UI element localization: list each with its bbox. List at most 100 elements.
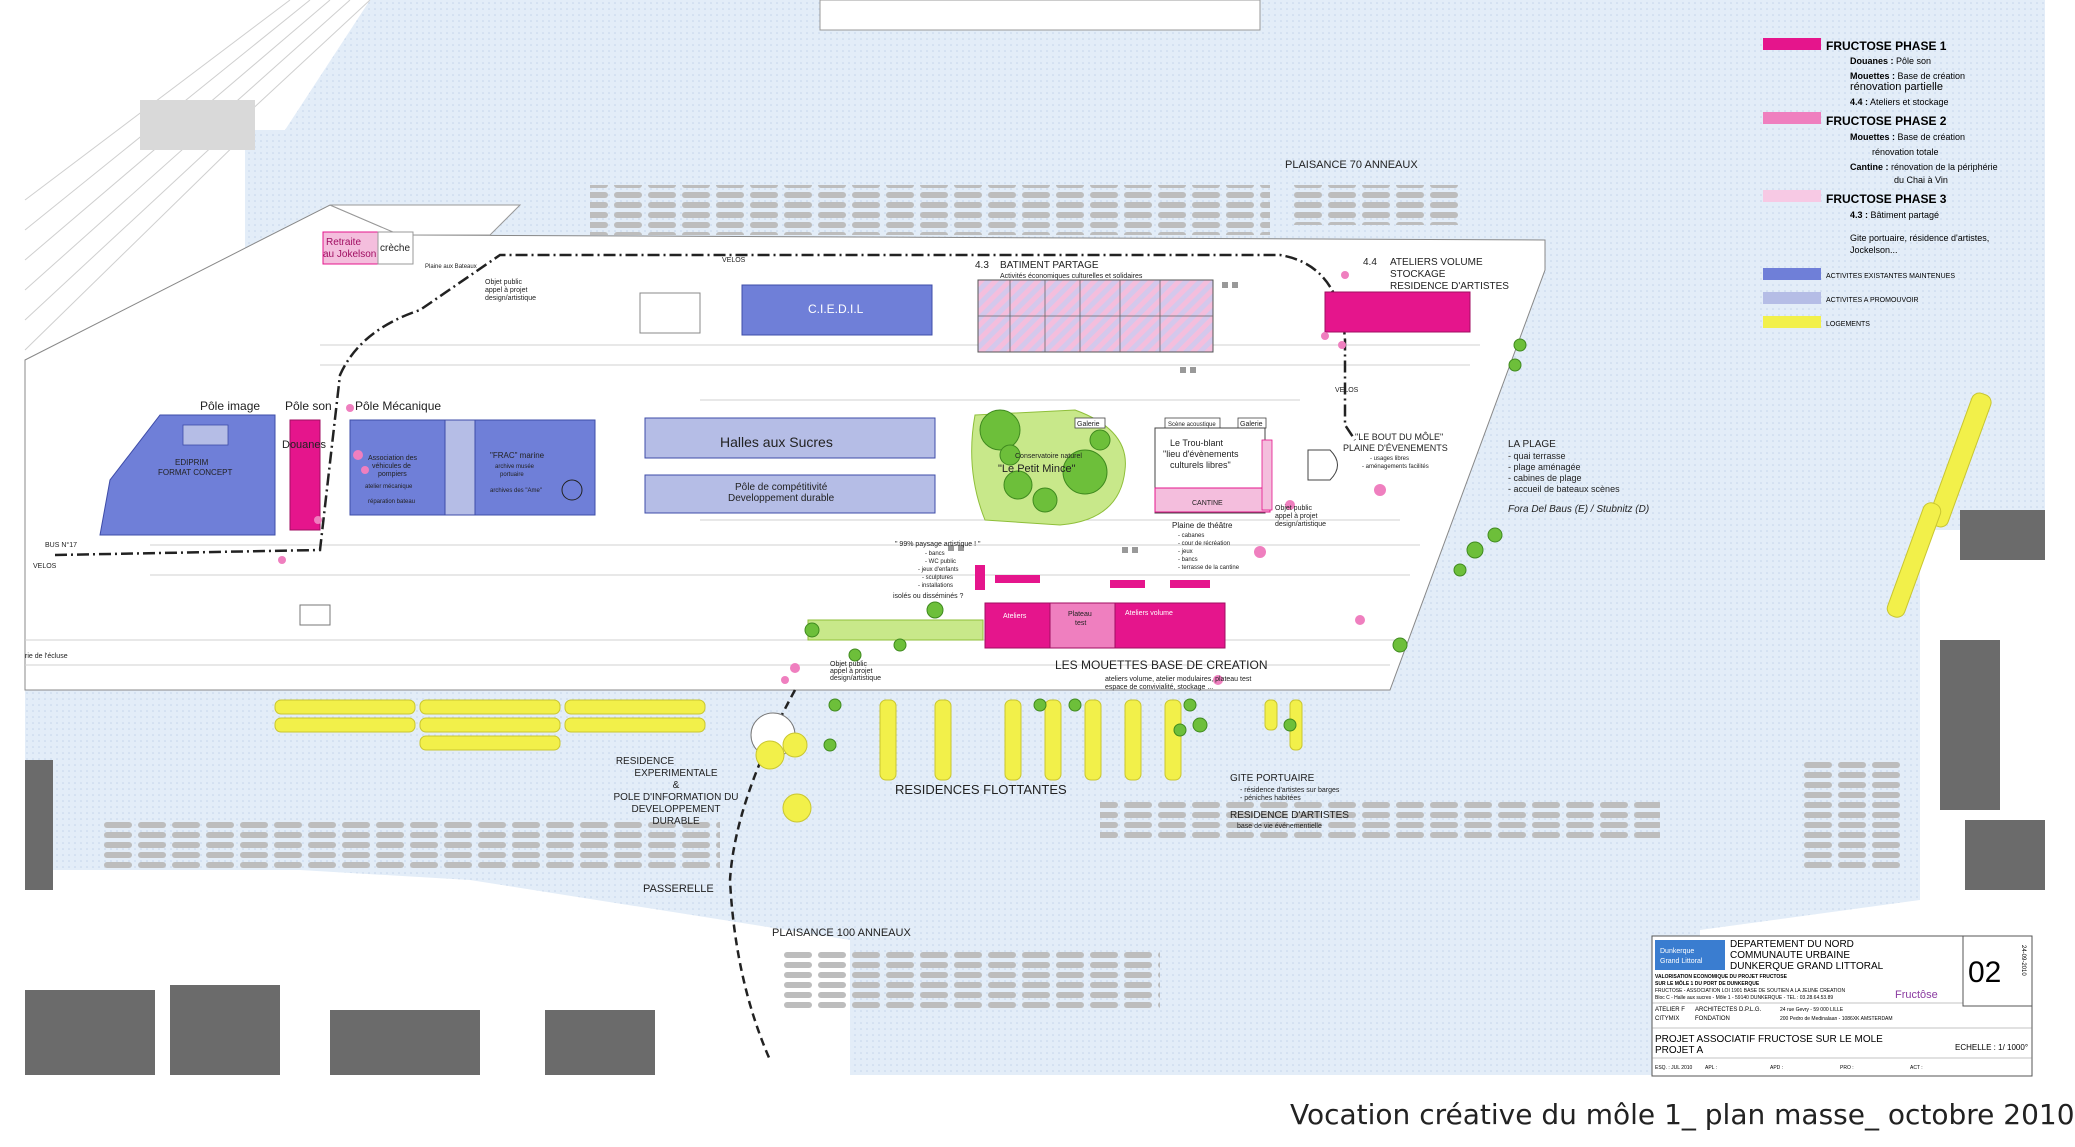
apd: APD : xyxy=(1770,1065,1783,1071)
bus-label: BUS N°17 xyxy=(45,541,77,549)
av-line-2: STOCKAGE xyxy=(1390,269,1446,280)
frac-label-3: portuaire xyxy=(500,472,524,478)
svg-text:Mouettes : Base de création: Mouettes : Base de création xyxy=(1850,71,1965,81)
ateliers-volume-building[interactable] xyxy=(1324,291,1471,333)
sheet-number: 02 xyxy=(1968,956,2001,989)
building-dark-right-3 xyxy=(1960,510,2045,560)
act: ACT : xyxy=(1910,1065,1923,1071)
ediprim-building[interactable] xyxy=(99,414,276,536)
logo-text-1: Dunkerque xyxy=(1660,948,1694,955)
passerelle-label: PASSERELLE xyxy=(643,883,714,895)
douanes-building[interactable] xyxy=(289,419,321,531)
plage-item-4: - accueil de bateaux scènes xyxy=(1508,484,1620,494)
archive-circle xyxy=(561,479,583,501)
val-line-2: SUR LE MÔLE 1 DU PORT DE DUNKERQUE xyxy=(1655,979,1760,987)
legend-p2-l1b: Mouettes : xyxy=(1850,132,1895,142)
legend-p3-l1: Bâtiment partagé xyxy=(1868,210,1939,220)
bout-mole-2: PLAINE D'ÉVENEMENTS xyxy=(1343,443,1448,453)
pier-neck xyxy=(329,204,522,236)
retraite-label-1: Retraite xyxy=(326,237,361,248)
legend-phase1-title: FRUCTOSE PHASE 1 xyxy=(1826,39,1947,53)
bp-title: BATIMENT PARTAGE xyxy=(1000,260,1099,271)
halles-aux-sucres-building[interactable] xyxy=(644,417,936,459)
building-dark-1 xyxy=(25,990,155,1075)
objet-public-8: appel à projet xyxy=(830,668,872,675)
pole-son-label: Pôle son xyxy=(285,399,332,413)
legend-p1-l1: Pôle son xyxy=(1894,56,1932,66)
date-vertical: 24-09-2010 xyxy=(2020,945,2026,976)
assoc-label-1: Association des xyxy=(368,455,418,462)
resart-label-1: RESIDENCE D'ARTISTES xyxy=(1230,810,1349,821)
caption: Vocation créative du môle 1_ plan masse_… xyxy=(1290,1098,2075,1131)
legend-p3-l2: Gite portuaire, résidence d'artistes, xyxy=(1850,233,1989,243)
legend-p3-l3: Jockelson... xyxy=(1850,245,1898,255)
mouettes-ateliers-volume[interactable] xyxy=(1114,602,1226,649)
pole-image-label: Pôle image xyxy=(200,399,260,413)
building-dark-left xyxy=(25,760,53,890)
pole-comp-label-2: Developpement durable xyxy=(728,493,835,504)
residence-exp-pods xyxy=(755,732,812,823)
legend-p2-l2: rénovation totale xyxy=(1872,147,1939,157)
citymix: CITYMIX xyxy=(1655,1016,1679,1022)
troublant-label-2: "lieu d'évènements xyxy=(1163,449,1239,459)
svg-text:Douanes : Pôle son: Douanes : Pôle son xyxy=(1850,56,1931,66)
paysage-item-3: - jeux d'enfants xyxy=(918,567,959,573)
logo-text-2: Grand Littoral xyxy=(1660,958,1703,965)
building-dark-4 xyxy=(545,1010,655,1075)
ecluse-label: rie de l'écluse xyxy=(25,653,68,660)
legend-p1-l4: Ateliers et stockage xyxy=(1868,97,1949,107)
archives-label: archives des "Ame" xyxy=(490,488,542,494)
svg-text:4.4 : Ateliers et stockage: 4.4 : Ateliers et stockage xyxy=(1850,97,1949,107)
pole-competitivite-building[interactable] xyxy=(644,474,936,514)
res-exp-6: DURABLE xyxy=(652,816,700,827)
mouettes-ateliers[interactable] xyxy=(984,602,1051,649)
addr-cm: 200 Pedro de Medinalaan - 1086XK AMSTERD… xyxy=(1780,1016,1893,1022)
apl: APL : xyxy=(1705,1065,1717,1071)
frac-building[interactable] xyxy=(474,419,596,516)
bout-mole-3: - usages libres xyxy=(1370,456,1409,462)
building-dark-2 xyxy=(170,985,280,1075)
logo-dunkerque xyxy=(1655,940,1725,970)
legend-existing: ACTIVITES EXISTANTES MAINTENUES xyxy=(1826,273,1955,280)
atelier-meca-label: atelier mécanique xyxy=(365,484,413,490)
objet-public-1: Objet public xyxy=(485,279,522,286)
assoc-label-2: véhicules de xyxy=(372,463,411,470)
small-kiosk xyxy=(299,604,331,626)
ateliers-volume-label: Ateliers volume xyxy=(1125,610,1173,617)
mouettes-title: LES MOUETTES BASE DE CREATION xyxy=(1055,658,1267,672)
theatre-item-4: - bancs xyxy=(1178,557,1198,563)
legend-p1-l1b: Douanes : xyxy=(1850,56,1894,66)
legend-p2-l1: Base de création xyxy=(1895,132,1965,142)
galerie-box-1 xyxy=(1074,417,1106,429)
bout-mole-1: "LE BOUT DU MÔLE" xyxy=(1355,432,1443,442)
av-line-3: RESIDENCE D'ARTISTES xyxy=(1390,281,1509,292)
theatre-item-1: - cabanes xyxy=(1178,533,1204,539)
creche-building xyxy=(377,231,414,265)
legend-p2-l3b: Cantine : xyxy=(1850,162,1889,172)
housing-barges-bottom xyxy=(274,699,1303,781)
addr-line: Bloc C - Halle aux sucres - Môle 1 - 591… xyxy=(1655,995,1833,1001)
paysage-item-1: - bancs xyxy=(925,551,945,557)
esq: ESQ. : JUL 2010 xyxy=(1655,1065,1693,1071)
cantine-building[interactable] xyxy=(1154,487,1271,513)
mouettes-plateau[interactable] xyxy=(1049,602,1116,649)
legend-p2-l4: du Chai à Vin xyxy=(1894,175,1948,185)
pole-mecanique-annex xyxy=(444,419,476,516)
building-grey xyxy=(140,100,255,150)
gite-label-2: - résidence d'artistes sur barges xyxy=(1240,787,1340,794)
plaine-theatre-label: Plaine de théâtre xyxy=(1172,521,1233,530)
objet-public-2: appel à projet xyxy=(485,287,527,294)
fondation: FONDATION xyxy=(1695,1016,1730,1022)
cantine-label: CANTINE xyxy=(1192,500,1223,507)
objet-public-4: Objet public xyxy=(1275,505,1312,512)
legend-p1-l3: rénovation partielle xyxy=(1850,81,1943,93)
theatre-item-5: - terrasse de la cantine xyxy=(1178,565,1240,571)
plaisance-70-label: PLAISANCE 70 ANNEAUX xyxy=(1285,159,1418,171)
legend-swatch-phase3 xyxy=(1763,190,1821,202)
small-building xyxy=(639,292,701,334)
addr-af: 24 rue Gevry - 59 000 LILLE xyxy=(1780,1007,1844,1013)
svg-text:Mouettes : Base de création: Mouettes : Base de création xyxy=(1850,132,1965,142)
cedil-building[interactable] xyxy=(741,284,933,336)
